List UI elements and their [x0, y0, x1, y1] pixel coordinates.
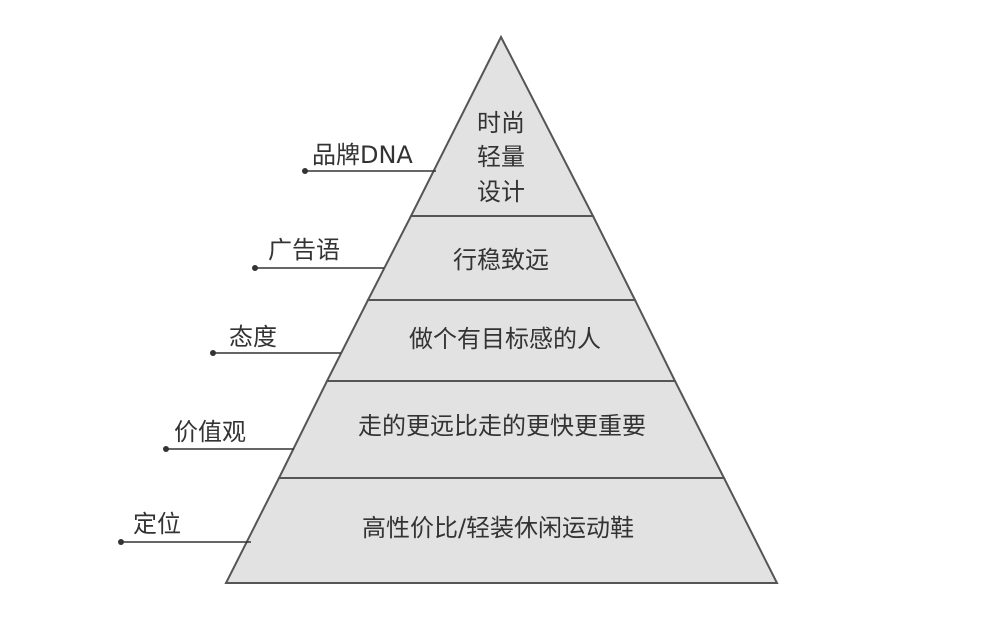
tier-3-text: 走的更远比走的更快更重要 [358, 412, 646, 440]
pyramid [224, 34, 779, 584]
leader-brand-dna [302, 168, 436, 174]
label-positioning: 定位 [133, 510, 181, 538]
leader-values [163, 446, 294, 452]
leader-lines [118, 168, 436, 545]
apex-text: 时尚 轻量 设计 [477, 109, 525, 206]
label-brand-dna: 品牌DNA [312, 141, 413, 169]
leader-positioning [118, 539, 251, 545]
tier-4-text: 高性价比/轻装休闲运动鞋 [362, 514, 634, 542]
pyramid-tier-4 [224, 477, 779, 584]
label-values: 价值观 [174, 418, 246, 446]
leader-slogan [252, 265, 384, 271]
tier-2-text: 做个有目标感的人 [409, 325, 601, 353]
leader-attitude [210, 350, 341, 356]
tier-1-text: 行稳致远 [453, 246, 549, 274]
label-slogan: 广告语 [268, 236, 340, 264]
label-attitude: 态度 [229, 323, 277, 351]
apex-line-3: 设计 [477, 178, 525, 206]
apex-line-2: 轻量 [477, 143, 525, 171]
apex-line-1: 时尚 [477, 109, 525, 137]
